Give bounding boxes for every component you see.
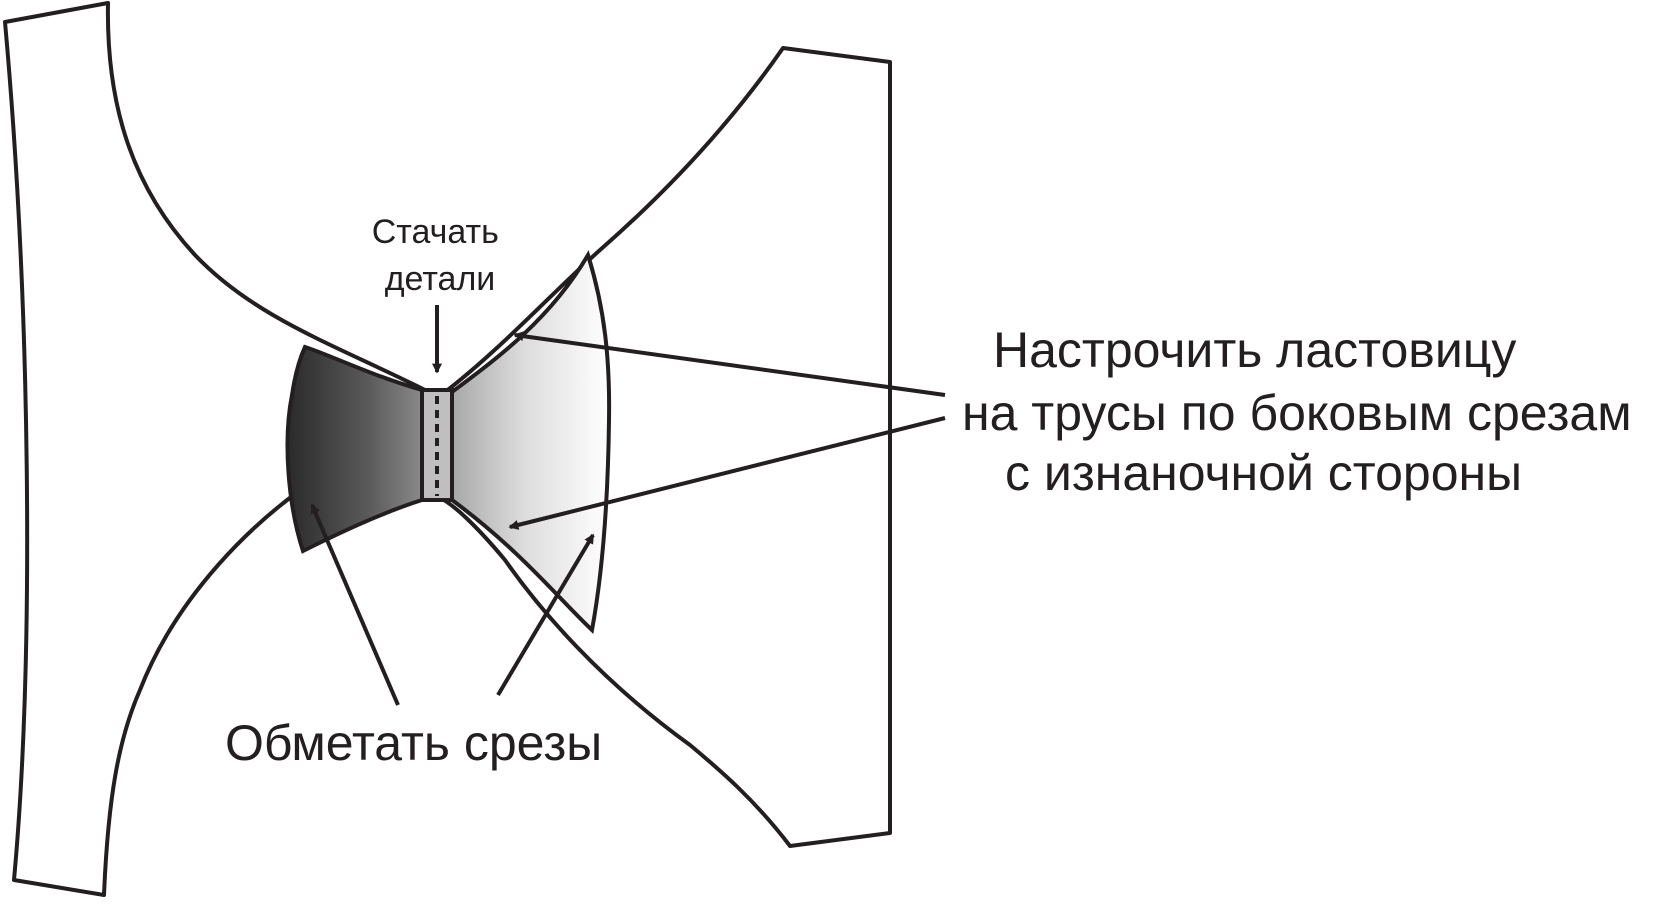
gusset-left-half xyxy=(285,344,424,554)
front-panel xyxy=(438,46,892,848)
overlock-arrow-left xyxy=(310,503,400,706)
svg-text:Настрочить ластовицу на тр: Настрочить ластовицу на трусы по боковым… xyxy=(962,322,1646,501)
stitch-parts-line-2: детали xyxy=(385,260,496,298)
attach-arrow-lower xyxy=(508,416,946,530)
overlock-arrow-right xyxy=(496,533,595,697)
attach-gusset-line-1: Настрочить ластовицу xyxy=(993,322,1516,378)
back-panel xyxy=(3,1,427,897)
gusset-right-half xyxy=(450,250,612,634)
svg-text:Стачать детали: Стачать детали xyxy=(372,213,509,298)
overlock-edges-label: Обметать срезы xyxy=(225,715,602,771)
attach-gusset-line-2: на трусы по боковым срезам xyxy=(962,385,1632,441)
attach-gusset-line-3: с изнаночной стороны xyxy=(1005,445,1522,501)
attach-arrow-upper xyxy=(513,331,946,397)
stitch-parts-line-1: Стачать xyxy=(372,213,499,251)
